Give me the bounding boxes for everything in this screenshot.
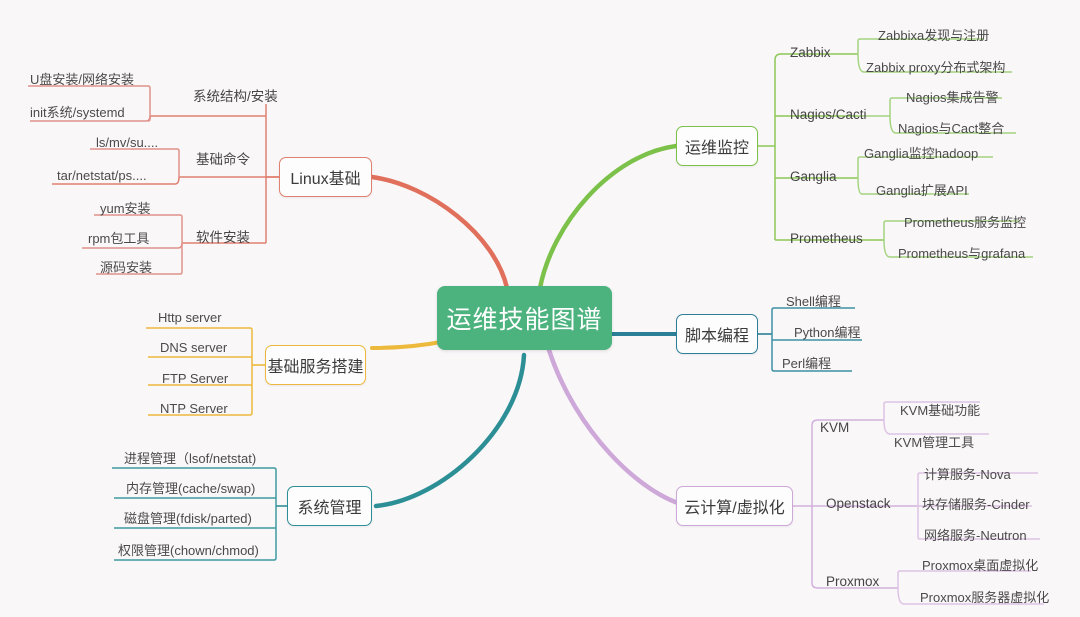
cloud-group-label-kvm[interactable]: KVM: [820, 420, 850, 435]
branch-node-services[interactable]: 基础服务搭建: [265, 345, 366, 385]
linux-leaf-tar-netstat-ps[interactable]: tar/netstat/ps....: [57, 168, 147, 183]
monitor-leaf-nagios-cacti-integration[interactable]: Nagios与Cact整合: [898, 121, 1005, 136]
cloud-leaf-neutron[interactable]: 网络服务-Neutron: [924, 528, 1027, 543]
linux-leaf-usb-net-install[interactable]: U盘安装/网络安装: [30, 72, 135, 87]
linux-leaf-ls-mv-su[interactable]: ls/mv/su....: [96, 135, 159, 150]
monitor-group-label-nagios-cacti[interactable]: Nagios/Cacti: [790, 107, 867, 122]
cloud-leaf-nova[interactable]: 计算服务-Nova: [924, 467, 1011, 482]
cloud-leaf-kvm-basic[interactable]: KVM基础功能: [900, 403, 981, 418]
linux-leaf-init-systemd[interactable]: init系统/systemd: [30, 105, 125, 120]
sysadmin-leaf-permission[interactable]: 权限管理(chown/chmod): [118, 543, 259, 558]
linux-leaf-yum-install[interactable]: yum安装: [100, 201, 151, 216]
services-leaf-dns[interactable]: DNS server: [160, 340, 228, 355]
cloud-group-label-openstack[interactable]: Openstack: [826, 496, 891, 511]
services-leaf-http[interactable]: Http server: [158, 310, 222, 325]
branch-node-cloud[interactable]: 云计算/虚拟化: [676, 486, 793, 526]
monitor-leaf-zabbix-discovery[interactable]: Zabbixa发现与注册: [878, 28, 990, 43]
monitor-group-label-prometheus[interactable]: Prometheus: [790, 231, 863, 246]
monitor-group-label-ganglia[interactable]: Ganglia: [790, 169, 837, 184]
branch-node-linux[interactable]: Linux基础: [279, 157, 372, 197]
cloud-group-label-proxmox[interactable]: Proxmox: [826, 574, 880, 589]
sysadmin-leaf-process[interactable]: 进程管理（lsof/netstat): [124, 451, 257, 466]
linux-group-label-install[interactable]: 系统结构/安装: [193, 89, 278, 104]
monitor-leaf-prometheus-grafana[interactable]: Prometheus与grafana: [898, 246, 1026, 261]
monitor-leaf-ganglia-api[interactable]: Ganglia扩展API: [876, 183, 968, 198]
cloud-leaf-proxmox-server[interactable]: Proxmox服务器虚拟化: [920, 590, 1050, 605]
branch-node-sysadmin[interactable]: 系统管理: [287, 486, 372, 526]
services-leaf-ftp[interactable]: FTP Server: [162, 371, 229, 386]
monitor-group-label-zabbix[interactable]: Zabbix: [790, 45, 831, 60]
scripting-leaf-shell[interactable]: Shell编程: [786, 294, 841, 309]
linux-group-label-basic-cmd[interactable]: 基础命令: [196, 152, 250, 167]
root-node[interactable]: 运维技能图谱: [437, 286, 612, 350]
services-leaf-ntp[interactable]: NTP Server: [160, 401, 228, 416]
sysadmin-leaf-disk[interactable]: 磁盘管理(fdisk/parted): [124, 511, 252, 526]
linux-group-label-software-install[interactable]: 软件安装: [196, 230, 250, 245]
monitor-leaf-ganglia-hadoop[interactable]: Ganglia监控hadoop: [864, 146, 979, 161]
scripting-leaf-python[interactable]: Python编程: [794, 325, 861, 340]
linux-leaf-rpm-tools[interactable]: rpm包工具: [88, 231, 150, 246]
linux-leaf-source-install[interactable]: 源码安装: [100, 260, 153, 275]
branch-node-scripting[interactable]: 脚本编程: [676, 314, 758, 354]
monitor-leaf-prometheus-service[interactable]: Prometheus服务监控: [904, 215, 1027, 230]
monitor-leaf-zabbix-proxy[interactable]: Zabbix proxy分布式架构: [866, 60, 1006, 75]
cloud-leaf-proxmox-desktop[interactable]: Proxmox桌面虚拟化: [922, 558, 1039, 573]
scripting-leaf-perl[interactable]: Perl编程: [782, 356, 832, 371]
cloud-leaf-kvm-tools[interactable]: KVM管理工具: [894, 435, 975, 450]
branch-node-monitor[interactable]: 运维监控: [676, 126, 758, 166]
monitor-leaf-nagios-alert[interactable]: Nagios集成告警: [906, 90, 999, 105]
cloud-leaf-cinder[interactable]: 块存储服务-Cinder: [922, 497, 1030, 512]
sysadmin-leaf-memory[interactable]: 内存管理(cache/swap): [126, 481, 256, 496]
